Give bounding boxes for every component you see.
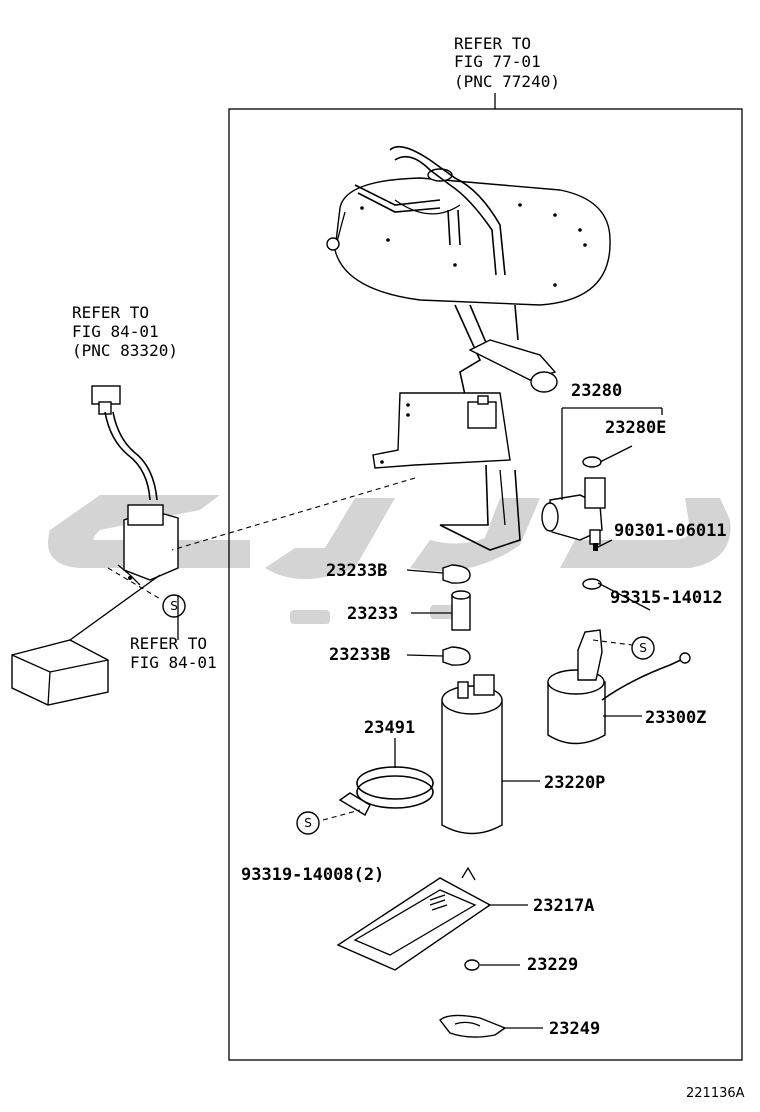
screw-symbol-icon: S — [296, 811, 320, 835]
screw-symbol-icon: S — [162, 594, 186, 618]
assembly-frame — [228, 108, 743, 1061]
left-connector-drawing — [11, 385, 179, 706]
top-ref-line1: REFER TO — [454, 34, 531, 53]
dashed-leader-screw-right — [592, 639, 633, 646]
left-refer-label: REFER TO FIG 84-01 (PNC 83320) — [72, 303, 178, 360]
part-23233-label: 23233 — [347, 604, 398, 624]
hose-clamp-bottom — [442, 646, 471, 666]
dashed-leader-screw-band — [322, 809, 361, 821]
watermark-logo — [48, 495, 731, 624]
hose-clamp-top — [442, 564, 471, 584]
part-23249-label: 23249 — [549, 1019, 600, 1039]
left-ref-line3: (PNC 83320) — [72, 341, 178, 360]
part-23220p-label: 23220P — [544, 773, 605, 793]
screw-letter-band: S — [304, 816, 312, 830]
part-23280-label: 23280 — [571, 381, 622, 401]
top-ref-line3: (PNC 77240) — [454, 72, 560, 91]
left-ref-line1: REFER TO — [72, 303, 149, 322]
part-23229-label: 23229 — [527, 955, 578, 975]
pressure-regulator-drawing — [541, 477, 606, 551]
fuel-pump-drawing — [441, 674, 503, 835]
screw-letter-left: S — [170, 599, 178, 613]
dashed-leader-connector — [171, 477, 416, 551]
top-ref-line2: FIG 77-01 — [454, 52, 541, 71]
fuel-sender-drawing — [547, 629, 691, 745]
o-ring-upper — [582, 456, 602, 468]
pump-band-drawing — [338, 766, 434, 816]
part-23300z-label: 23300Z — [645, 708, 706, 728]
part-23217a-label: 23217A — [533, 896, 594, 916]
part-23233b-bottom-label: 23233B — [329, 645, 390, 665]
leader-lines — [177, 407, 663, 1029]
screw-letter-right: S — [639, 641, 647, 655]
part-23491-label: 23491 — [364, 718, 415, 738]
part-23280e-label: 23280E — [605, 418, 666, 438]
cushion-rubber — [464, 959, 480, 971]
clip-drawing — [439, 1014, 507, 1038]
diagram-code: 221136A — [686, 1086, 745, 1101]
left-ref-line2: FIG 84-01 — [72, 322, 159, 341]
lower-refer-label: REFER TO FIG 84-01 — [130, 634, 217, 672]
o-ring-lower — [582, 578, 602, 590]
fuel-hose — [451, 590, 471, 631]
dashed-leader-screw-left — [107, 567, 163, 601]
fuel-pump-bracket-drawing — [326, 145, 611, 551]
lower-ref-line2: FIG 84-01 — [130, 653, 217, 672]
part-93319-label: 93319-14008(2) — [241, 865, 384, 885]
part-23233b-top-label: 23233B — [326, 561, 387, 581]
part-93315-label: 93315-14012 — [610, 588, 723, 608]
top-refer-label: REFER TO FIG 77-01 (PNC 77240) — [454, 34, 560, 91]
part-90301-label: 90301-06011 — [614, 521, 727, 541]
lower-ref-line1: REFER TO — [130, 634, 207, 653]
screw-symbol-icon: S — [631, 636, 655, 660]
